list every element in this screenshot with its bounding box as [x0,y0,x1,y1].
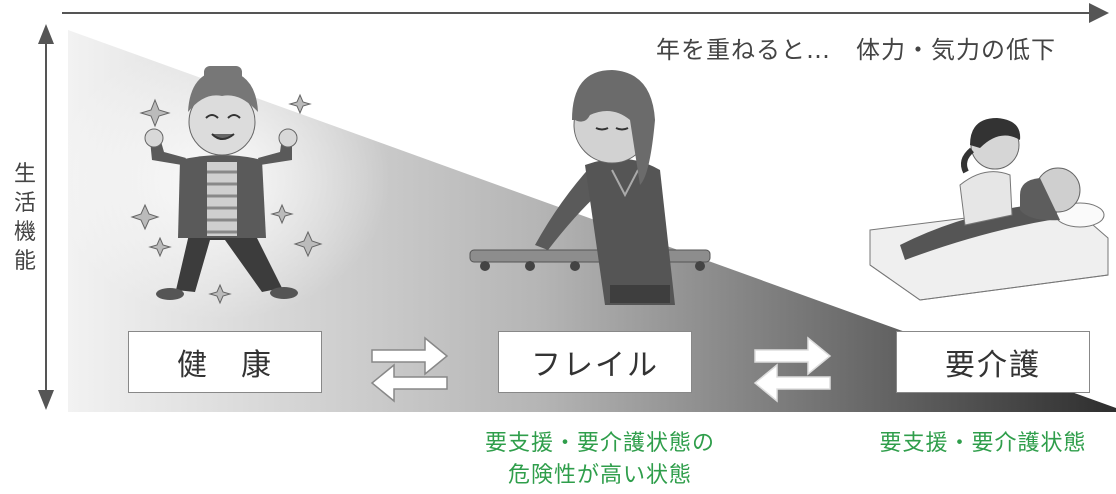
aging-decline-text: 年を重ねると… 体力・気力の低下 [656,36,1056,64]
frail-caption-line-1: 要支援・要介護状態の [484,431,715,456]
stage-frail-box: フレイル [498,331,692,393]
axis-char-2: 活 [13,191,36,216]
axis-char-3: 機 [13,220,36,245]
frail-caption: 要支援・要介護状態の 危険性が高い状態 [440,428,760,492]
axis-char-4: 能 [13,249,36,274]
stage-healthy-box: 健 康 [128,331,322,393]
axis-char-1: 生 [13,162,36,187]
stage-care-box: 要介護 [896,331,1090,393]
arrows-frail-care [753,336,832,403]
healthy-person-illustration [130,66,323,305]
arrows-healthy-frail [370,336,449,403]
frail-caption-line-2: 危険性が高い状態 [507,463,692,488]
life-function-axis-label: 生 活 機 能 [12,160,38,276]
frail-person-illustration [469,70,711,305]
vertical-axis-arrow [38,24,54,410]
care-scene-illustration [869,118,1109,301]
care-caption: 要支援・要介護状態 [879,431,1087,456]
